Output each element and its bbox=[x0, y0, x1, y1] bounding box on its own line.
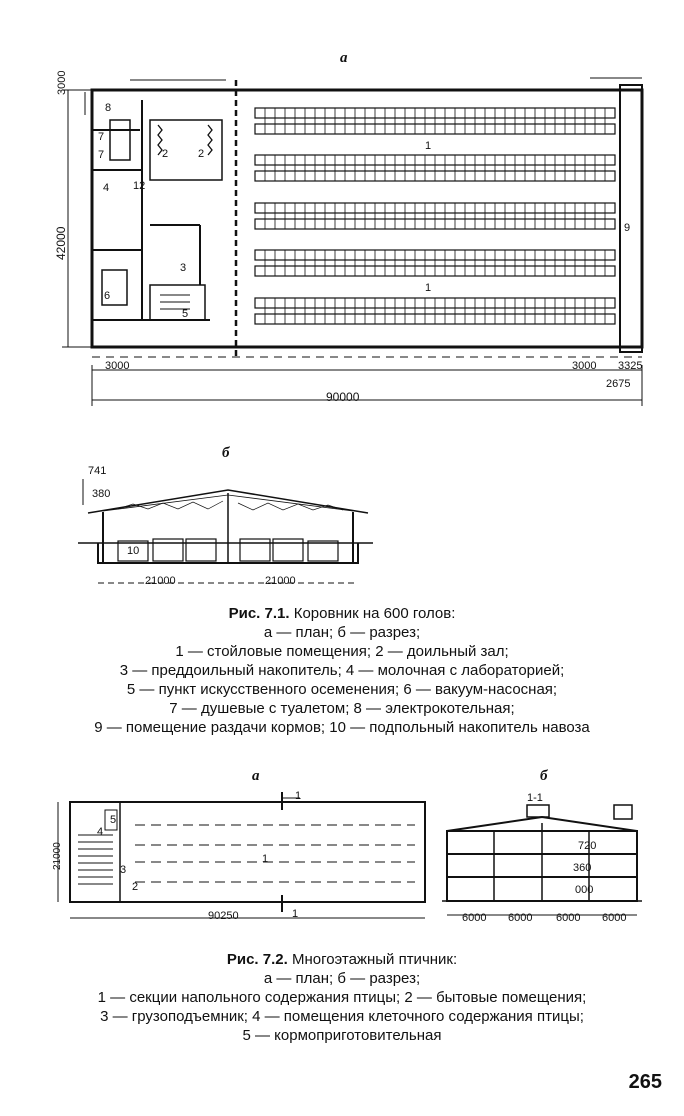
fig1-section-dim-h2: 380 bbox=[92, 488, 111, 500]
fig2-level: 720 bbox=[578, 840, 597, 852]
fig2-caption-title-rest: Многоэтажный птичник: bbox=[287, 951, 458, 968]
fig1-caption-line: 9 — помещение раздачи кормов; 10 — подпо… bbox=[94, 719, 590, 736]
fig1-section-dim-w1: 21000 bbox=[145, 575, 176, 587]
fig2-plan-dim-height: 21000 bbox=[52, 842, 63, 870]
fig2-section-dim: 6000 bbox=[556, 912, 581, 924]
fig1-caption-title: Рис. 7.1. bbox=[228, 605, 290, 622]
room-num: 12 bbox=[133, 180, 146, 192]
page-number: 265 bbox=[628, 1071, 662, 1093]
room-num: 2 bbox=[198, 148, 205, 160]
fig2-caption-line: 3 — грузоподъемник; 4 — помещения клеточ… bbox=[100, 1008, 584, 1025]
fig1-label-b: б bbox=[222, 445, 230, 461]
fig2-caption: Рис. 7.2. Многоэтажный птичник: а — план… bbox=[0, 950, 684, 1045]
fig1-plan-drawing bbox=[62, 77, 644, 406]
fig1-caption-line: 1 — стойловые помещения; 2 — доильный за… bbox=[175, 643, 509, 660]
fig2-cut-label: 1 bbox=[295, 790, 302, 802]
fig2-cut-label-bottom: 1 bbox=[292, 908, 299, 920]
fig1-dim-height: 42000 bbox=[54, 226, 68, 260]
room-num: 5 bbox=[182, 308, 189, 320]
fig2-room-num: 1 bbox=[262, 853, 269, 865]
fig2-level: 360 bbox=[573, 862, 592, 874]
fig2-plan-dim-total: 90250 bbox=[208, 910, 239, 922]
room-num: 4 bbox=[103, 182, 110, 194]
fig1-dim-total: 90000 bbox=[326, 390, 360, 404]
fig1-dim-bottom-right-c: 2675 bbox=[606, 378, 631, 390]
fig2-caption-line: 1 — секции напольного содержания птицы; … bbox=[97, 989, 587, 1006]
room-num: 8 bbox=[105, 102, 112, 114]
fig1-caption-line: 5 — пункт искусственного осеменения; 6 —… bbox=[126, 681, 558, 698]
room-num: 7 bbox=[98, 131, 105, 143]
fig1-label-a: а bbox=[340, 50, 348, 66]
fig1-caption-line: 7 — душевые с туалетом; 8 — электрокотел… bbox=[169, 700, 515, 717]
room-num: 6 bbox=[104, 290, 111, 302]
fig2-section-dim: 6000 bbox=[508, 912, 533, 924]
fig1-section-dim-w2: 21000 bbox=[265, 575, 296, 587]
fig1-caption-line: а — план; б — разрез; bbox=[263, 624, 421, 641]
room-num: 9 bbox=[624, 222, 631, 234]
fig1-section-room: 10 bbox=[127, 545, 140, 557]
fig2-level: 000 bbox=[575, 884, 594, 896]
fig1-section-drawing bbox=[78, 479, 373, 584]
fig2-room-num: 2 bbox=[132, 881, 139, 893]
room-num: 1 bbox=[425, 140, 432, 152]
fig2-caption-line: а — план; б — разрез; bbox=[263, 970, 421, 987]
fig1-section-dim-h1: 741 bbox=[88, 465, 107, 477]
fig2-caption-title: Рис. 7.2. bbox=[226, 951, 288, 968]
fig2-section-dim: 6000 bbox=[602, 912, 627, 924]
room-num: 1 bbox=[425, 282, 432, 294]
room-num: 3 bbox=[180, 262, 187, 274]
room-num: 7 bbox=[98, 149, 105, 161]
fig2-section-title: 1-1 bbox=[527, 792, 543, 804]
fig2-room-num: 4 bbox=[97, 826, 104, 838]
fig2-label-a: а bbox=[252, 768, 260, 784]
fig2-plan-drawing bbox=[57, 792, 426, 919]
fig1-dim-bottom-right-b: 3325 bbox=[618, 360, 643, 372]
fig1-dim-bottom-left: 3000 bbox=[105, 360, 130, 372]
fig1-caption: Рис. 7.1. Коровник на 600 голов: а — пла… bbox=[0, 604, 684, 737]
fig2-room-num: 3 bbox=[120, 864, 127, 876]
fig2-section-dim: 6000 bbox=[462, 912, 487, 924]
fig2-room-num: 5 bbox=[110, 814, 117, 826]
fig1-caption-line: 3 — преддоильный накопитель; 4 — молочна… bbox=[119, 662, 565, 679]
fig1-caption-title-rest: Коровник на 600 голов: bbox=[289, 605, 456, 622]
fig2-caption-line: 5 — кормоприготовительная bbox=[242, 1027, 442, 1044]
room-num: 2 bbox=[162, 148, 169, 160]
fig2-section-drawing bbox=[442, 804, 642, 916]
fig2-label-b: б bbox=[540, 768, 548, 784]
fig1-dim-bottom-right-a: 3000 bbox=[572, 360, 597, 372]
fig1-dim-top: 3000 bbox=[56, 70, 68, 95]
